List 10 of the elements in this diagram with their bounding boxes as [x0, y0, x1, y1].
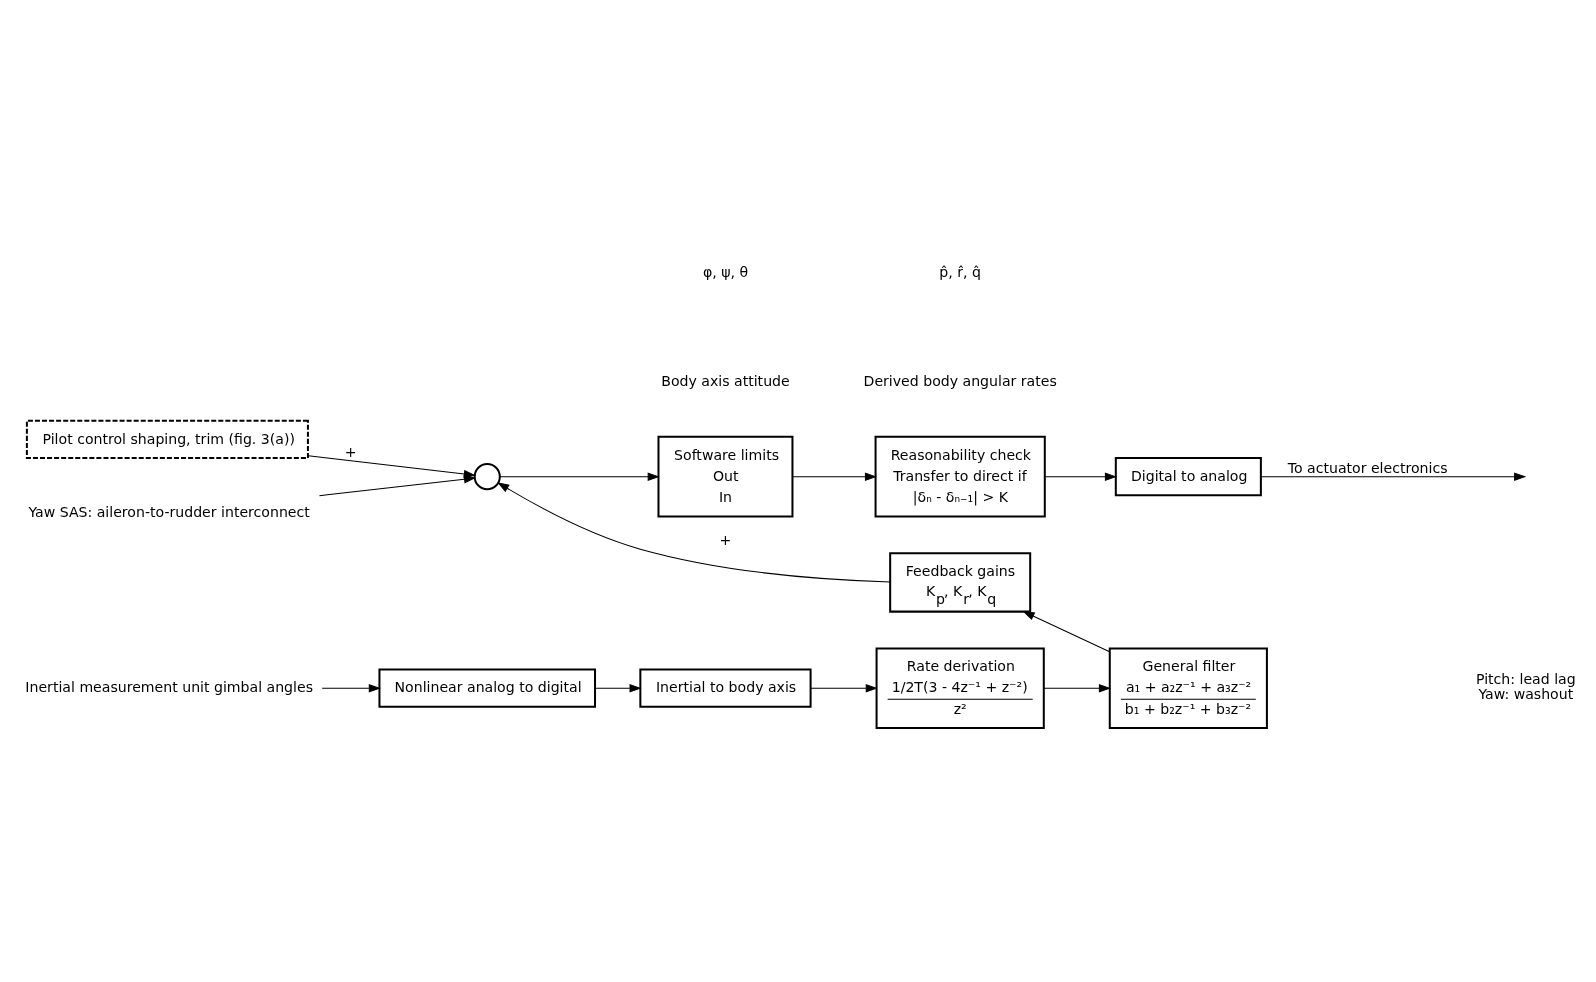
- label: Body axis attitude: [661, 372, 790, 389]
- label: p̂, r̂, q̂: [939, 263, 981, 280]
- edge-label: +: [344, 443, 357, 460]
- node-text: Inertial measurement unit gimbal angles: [25, 678, 314, 695]
- edge-label: To actuator electronics: [1287, 459, 1448, 476]
- node-text: Yaw SAS: aileron-to-rudder interconnect: [28, 503, 310, 520]
- label: φ, ψ, θ: [702, 263, 749, 280]
- label: Derived body angular rates: [863, 372, 1057, 389]
- edge-label: +: [719, 531, 732, 548]
- node-label: Pitch: lead lag: [1475, 670, 1576, 687]
